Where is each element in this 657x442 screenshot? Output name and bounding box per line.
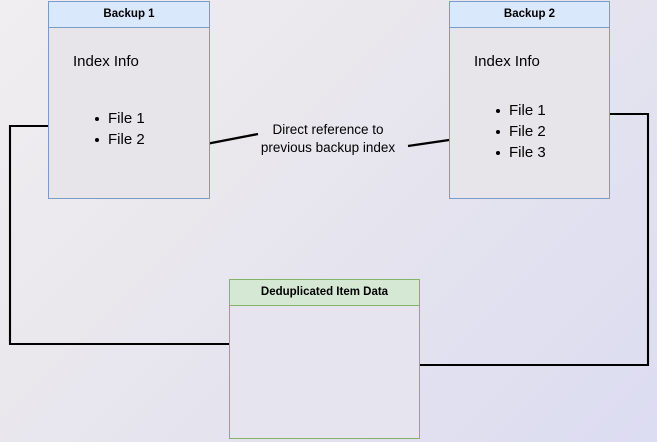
connector-caption-line-2: previous backup index [260, 140, 396, 155]
backup-1-file-list: File 1 File 2 [93, 108, 145, 150]
connector-caption: Direct reference to previous backup inde… [252, 121, 404, 157]
list-item: File 1 [494, 100, 546, 121]
backup-2-title: Backup 2 [449, 1, 610, 27]
backup-2-index-info-label: Index Info [474, 53, 540, 70]
backup-1-body [48, 27, 210, 199]
backup-1-index-info-label: Index Info [73, 53, 139, 70]
backup-2-box: Backup 2 Index Info File 1 File 2 File 3 [449, 1, 610, 199]
backup-1-title: Backup 1 [48, 1, 210, 27]
deduplicated-item-data-title: Deduplicated Item Data [229, 279, 420, 305]
deduplicated-item-data-body [229, 305, 420, 439]
backup-1-box: Backup 1 Index Info File 1 File 2 [48, 1, 210, 199]
backup-2-body [449, 27, 610, 199]
backup-2-file-list: File 1 File 2 File 3 [494, 100, 546, 163]
list-item: File 2 [494, 121, 546, 142]
list-item: File 3 [494, 142, 546, 163]
list-item: File 1 [93, 108, 145, 129]
connector-caption-line-1: Direct reference to [272, 122, 384, 137]
deduplicated-item-data-box: Deduplicated Item Data File 1-v1 File 1-… [229, 279, 420, 439]
list-item: File 2 [93, 129, 145, 150]
